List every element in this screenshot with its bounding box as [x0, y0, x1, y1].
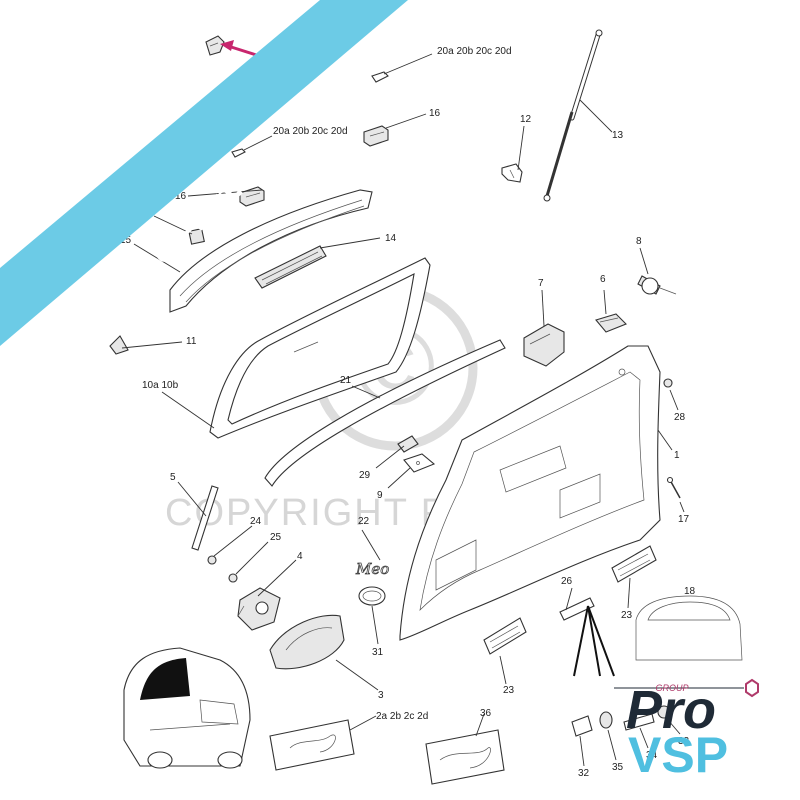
car-thumbnail-right [635, 595, 743, 661]
label-20-lower: 20a 20b 20c 20d [273, 126, 348, 137]
label-4: 4 [297, 551, 303, 562]
label-21: 21 [340, 375, 352, 386]
lock-actuator-7 [523, 323, 565, 367]
wiper-arm-5 [191, 485, 219, 551]
label-12: 12 [520, 114, 532, 125]
website-banner: pro-piece-vsp.com [0, 0, 408, 346]
label-22: 22 [358, 516, 370, 527]
label-8: 8 [636, 236, 642, 247]
label-16-upper: 16 [429, 108, 441, 119]
label-36: 36 [480, 708, 492, 719]
label-35: 35 [612, 762, 624, 773]
label-10: 10a 10b [142, 380, 179, 391]
label-2: 2a 2b 2c 2d [376, 711, 428, 722]
washer-35 [599, 711, 613, 729]
seal-strip-21 [264, 339, 506, 487]
label-5: 5 [170, 472, 176, 483]
label-28: 28 [674, 412, 686, 423]
screw-17 [666, 476, 681, 499]
label-25: 25 [270, 532, 282, 543]
cap-11 [109, 335, 129, 355]
label-17: 17 [678, 514, 690, 525]
wiper-motor-4 [237, 587, 281, 631]
nut-33 [657, 705, 671, 719]
label-6: 6 [600, 274, 606, 285]
logo-vsp-text: VSP [628, 727, 728, 783]
reflector-23-right [611, 545, 657, 583]
label-32: 32 [578, 768, 590, 779]
label-3: 3 [378, 690, 384, 701]
bracket-12 [501, 163, 523, 183]
brake-light-14 [254, 245, 327, 289]
car-thumbnail [123, 647, 251, 769]
label-23-left: 23 [503, 685, 515, 696]
badge-meo: Meo [355, 560, 389, 578]
label-34: 34 [646, 750, 658, 761]
clip-20-lower [231, 148, 246, 158]
label-24: 24 [250, 516, 262, 527]
label-13: 13 [612, 130, 624, 141]
washer-25 [228, 573, 238, 583]
bracket-26 [559, 597, 595, 621]
leader-lines [121, 53, 685, 767]
label-20-upper: 20a 20b 20c 20d [437, 46, 512, 57]
harness-36 [425, 729, 505, 785]
label-9: 9 [377, 490, 383, 501]
clip-19 [205, 35, 225, 56]
bushing-32 [571, 715, 593, 737]
switch-6 [595, 313, 627, 333]
label-23-right: 23 [621, 610, 633, 621]
hinge-16-upper [363, 125, 389, 147]
label-14: 14 [385, 233, 397, 244]
part-labels: 20a 20b 20c 20d 20a 20b 20c 20d 16 16 12… [120, 46, 696, 779]
plate-light-3 [269, 614, 345, 670]
spoiler-15 [169, 189, 373, 313]
emblem-31 [358, 586, 386, 606]
reflector-23-left [483, 617, 527, 655]
bolt-8 [637, 275, 677, 295]
tailgate-panel-1 [399, 345, 661, 641]
label-16-lower: 16 [175, 191, 187, 202]
label-1: 1 [674, 450, 680, 461]
label-18: 18 [684, 586, 696, 597]
clip-20-upper [371, 71, 389, 83]
label-33: 33 [678, 736, 690, 747]
logo-pro-text: Pro [626, 680, 716, 740]
label-29: 29 [359, 470, 371, 481]
badge-22: Meo [355, 560, 390, 579]
block-27 [188, 228, 205, 245]
label-31: 31 [372, 647, 384, 658]
gas-strut-13 [543, 29, 603, 202]
hinge-16-lower [239, 186, 265, 207]
label-11: 11 [186, 336, 197, 347]
logo-hex-icon [745, 678, 759, 698]
clip-29 [397, 435, 419, 453]
pin-assembly [571, 705, 671, 737]
harness-2 [269, 719, 355, 771]
rear-window-10 [209, 257, 431, 439]
label-15: 15 [120, 235, 132, 246]
nut-28 [663, 378, 673, 388]
label-7: 7 [538, 278, 544, 289]
bolt-34 [623, 713, 655, 731]
logo-group-text: GROUP [655, 683, 688, 693]
nut-24 [207, 555, 217, 565]
label-26: 26 [561, 576, 573, 587]
provsp-logo: GROUP Pro VSP [614, 678, 759, 783]
plate-9 [403, 453, 436, 473]
